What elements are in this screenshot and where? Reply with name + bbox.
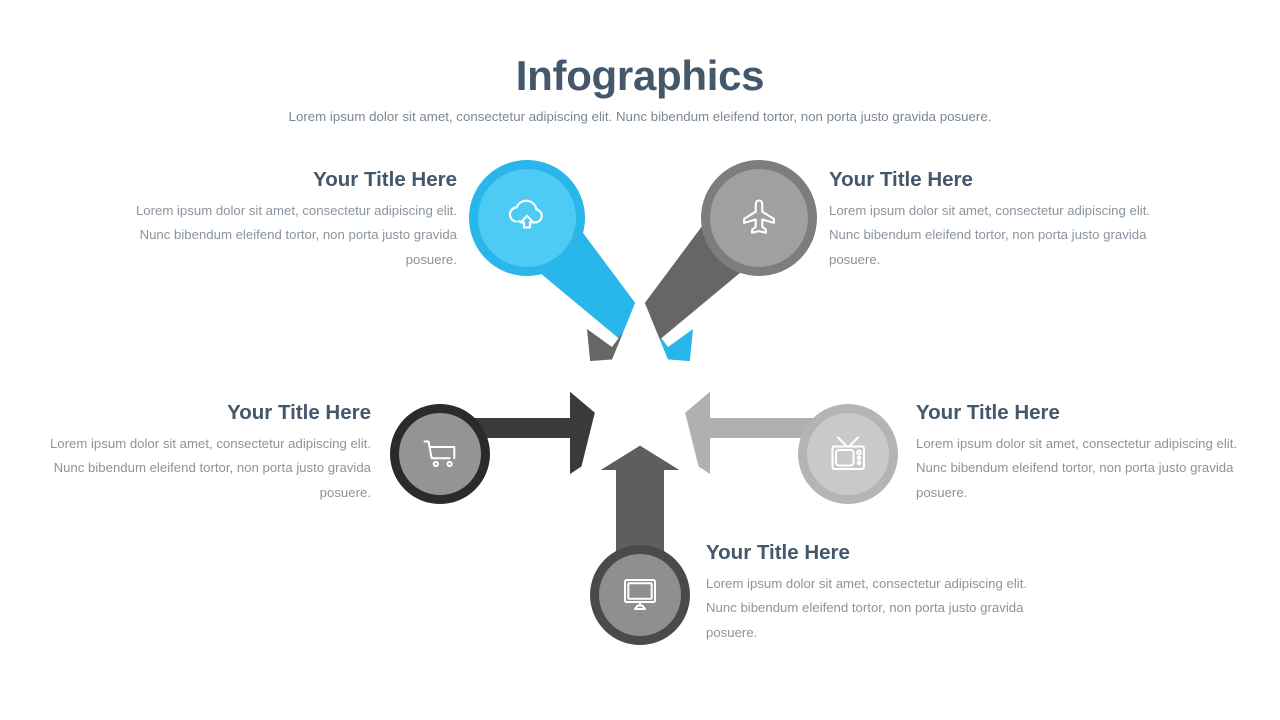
node-tv-fill	[807, 413, 889, 495]
text-block-body: Lorem ipsum dolor sit amet, consectetur …	[135, 202, 457, 268]
node-cart[interactable]	[390, 404, 490, 504]
arrow-tv	[640, 382, 860, 474]
text-block-cloud: Your Title Here Lorem ipsum dolor sit am…	[112, 168, 457, 273]
text-block-monitor: Your Title Here Lorem ipsum dolor sit am…	[706, 541, 1051, 646]
page-title: Infographics	[515, 52, 765, 99]
page-subtitle: Lorem ipsum dolor sit amet, consectetur …	[288, 109, 992, 125]
header: Infographics Lorem ipsum dolor sit amet,…	[0, 0, 1280, 127]
node-tv[interactable]	[798, 404, 898, 504]
text-block-title: Your Title Here	[829, 168, 973, 191]
text-block-title: Your Title Here	[916, 401, 1060, 424]
airplane-icon	[743, 199, 775, 234]
text-block-title: Your Title Here	[227, 401, 371, 424]
node-cloud[interactable]	[469, 160, 585, 276]
node-cloud-fill	[478, 169, 576, 267]
node-monitor-fill	[599, 554, 681, 636]
text-block-title: Your Title Here	[313, 168, 457, 191]
cloud-upload-icon	[508, 199, 543, 229]
shopping-cart-icon	[423, 440, 456, 468]
text-block-title: Your Title Here	[706, 541, 850, 564]
text-block-body: Lorem ipsum dolor sit amet, consectetur …	[916, 435, 1238, 501]
node-monitor[interactable]	[590, 545, 690, 645]
node-airplane-fill	[710, 169, 808, 267]
arrow-cart	[420, 382, 640, 474]
text-block-body: Lorem ipsum dolor sit amet, consectetur …	[706, 575, 1028, 641]
node-cart-fill	[399, 413, 481, 495]
television-icon	[831, 436, 865, 470]
text-block-cart: Your Title Here Lorem ipsum dolor sit am…	[26, 401, 371, 506]
node-airplane[interactable]	[701, 160, 817, 276]
text-block-body: Lorem ipsum dolor sit amet, consectetur …	[49, 435, 371, 501]
text-block-body: Lorem ipsum dolor sit amet, consectetur …	[829, 202, 1151, 268]
text-block-airplane: Your Title Here Lorem ipsum dolor sit am…	[829, 168, 1174, 273]
arrow-monitor	[580, 404, 700, 610]
text-block-tv: Your Title Here Lorem ipsum dolor sit am…	[916, 401, 1261, 506]
desktop-monitor-icon	[624, 579, 656, 610]
